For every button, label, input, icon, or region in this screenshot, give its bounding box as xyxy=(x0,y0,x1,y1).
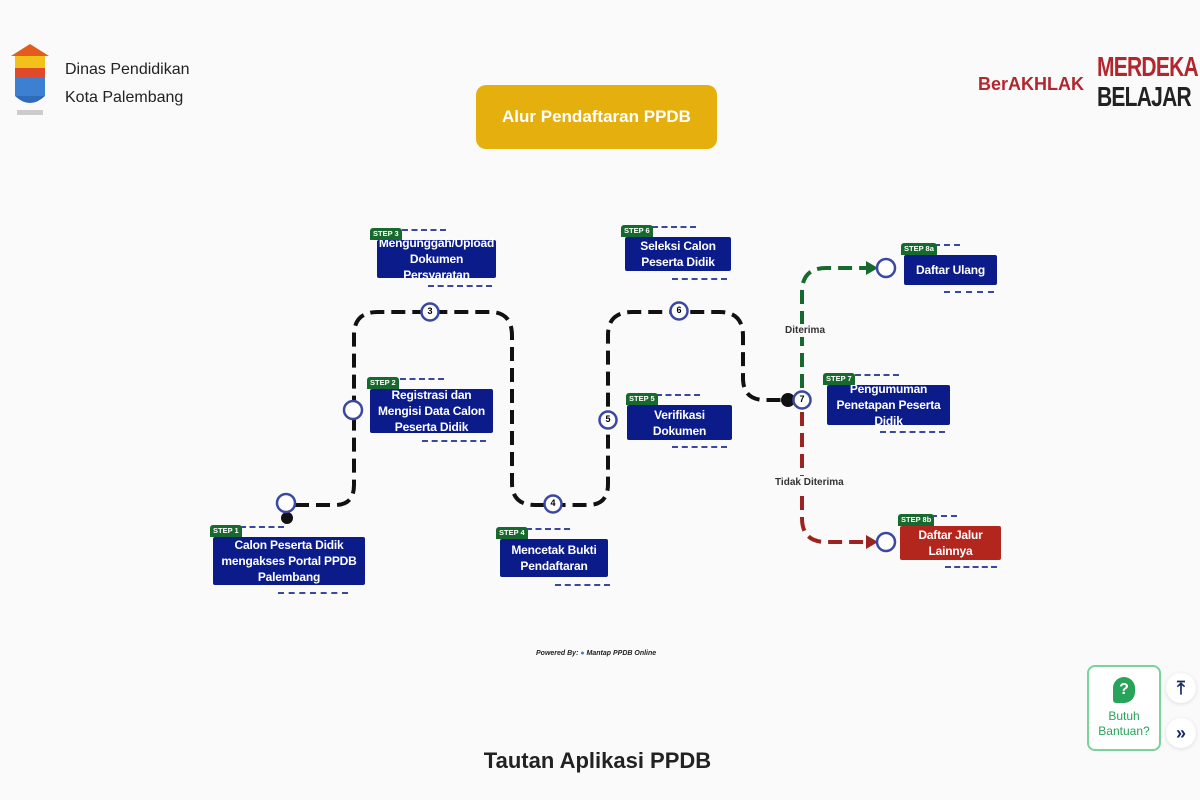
accepted-label: Diterima xyxy=(784,324,827,337)
node-number: 5 xyxy=(605,414,611,424)
berakhlak-logo: BerAKHLAK xyxy=(978,74,1085,94)
dashed-divider xyxy=(555,584,610,586)
step-2-box: Registrasi dan Mengisi Data Calon Pesert… xyxy=(370,388,493,434)
question-icon: ? xyxy=(1113,677,1135,703)
diagram-mark xyxy=(15,78,45,96)
palembang-logo xyxy=(9,42,51,120)
step-7-box: Pengumuman Penetapan Peserta Didik xyxy=(827,382,950,428)
step-3-tag: STEP 3 xyxy=(370,228,402,240)
node-7: 7 xyxy=(792,390,812,415)
rejected-arrow-icon xyxy=(866,535,878,549)
rejected-path xyxy=(800,412,870,544)
start-dot xyxy=(281,512,293,524)
diagram-mark xyxy=(792,390,812,410)
dashed-divider xyxy=(672,278,727,280)
diagram-mark xyxy=(17,110,43,115)
powered-by-label: Powered By: xyxy=(536,650,579,657)
flow-title-button[interactable]: Alur Pendaftaran PPDB xyxy=(476,85,717,149)
dashed-divider xyxy=(656,394,700,396)
step-8b-tag: STEP 8b xyxy=(898,514,935,526)
dashed-divider xyxy=(240,526,284,528)
diagram-mark xyxy=(15,68,45,78)
node-number: 4 xyxy=(550,498,556,508)
node-step1 xyxy=(275,492,297,514)
accepted-arrow-icon xyxy=(866,261,878,275)
node-3: 3 xyxy=(420,302,440,327)
step-5-box: Verifikasi Dokumen xyxy=(627,405,732,440)
dashed-divider xyxy=(526,528,570,530)
step-8a-tag: STEP 8a xyxy=(901,243,937,255)
org-line-1: Dinas Pendidikan xyxy=(65,61,190,78)
node-number: 7 xyxy=(799,394,805,404)
section-title: Tautan Aplikasi PPDB xyxy=(483,748,712,773)
diagram-mark xyxy=(15,56,45,68)
dashed-divider xyxy=(934,244,960,246)
drop-icon: ● xyxy=(580,650,585,657)
dashed-divider xyxy=(428,285,492,287)
logo-merdeka: MERDEKA xyxy=(1097,51,1199,82)
dashed-divider xyxy=(278,592,348,594)
powered-by: Powered By: ● Mantap PPDB Online xyxy=(536,650,656,657)
merdeka-belajar-logo: MERDEKA BELAJAR xyxy=(1097,51,1199,112)
step-8b-box: Daftar Jalur Lainnya xyxy=(900,526,1001,560)
diagram-mark xyxy=(598,410,618,430)
dashed-divider xyxy=(945,566,997,568)
dashed-divider xyxy=(402,229,446,231)
dashed-divider xyxy=(855,374,899,376)
diagram-mark xyxy=(420,302,440,322)
step-2-tag: STEP 2 xyxy=(367,377,399,389)
help-button[interactable]: ? Butuh Bantuan? xyxy=(1087,665,1161,751)
node-4: 4 xyxy=(543,494,563,519)
org-line-2: Kota Palembang xyxy=(65,89,184,106)
dashed-divider xyxy=(400,378,444,380)
diagram-mark xyxy=(15,96,45,103)
help-label: Butuh Bantuan? xyxy=(1098,709,1150,738)
dashed-divider xyxy=(880,431,945,433)
step-4-box: Mencetak Bukti Pendaftaran xyxy=(500,539,608,577)
step-4-tag: STEP 4 xyxy=(496,527,528,539)
rejected-label: Tidak Diterima xyxy=(774,476,845,489)
powered-by-name: Mantap PPDB Online xyxy=(586,650,657,657)
step-6-tag: STEP 6 xyxy=(621,225,653,237)
node-number: 6 xyxy=(676,305,682,315)
dashed-divider xyxy=(944,291,994,293)
expand-button[interactable]: » xyxy=(1166,718,1196,748)
step-1-box: Calon Peserta Didik mengakses Portal PPD… xyxy=(213,537,365,585)
node-5: 5 xyxy=(598,410,618,435)
step-1-tag: STEP 1 xyxy=(210,525,242,537)
step-7-tag: STEP 7 xyxy=(823,373,855,385)
scroll-top-button[interactable]: ⤒ xyxy=(1166,673,1196,703)
node-6: 6 xyxy=(669,301,689,326)
step-3-box: Mengunggah/Upload Dokumen Persyaratan xyxy=(377,236,496,282)
step-6-box: Seleksi Calon Peserta Didik xyxy=(625,237,731,271)
diagram-mark xyxy=(11,44,49,56)
logo-belajar: BELAJAR xyxy=(1097,81,1192,112)
dashed-divider xyxy=(672,446,727,448)
accepted-path xyxy=(800,266,870,388)
dashed-divider xyxy=(931,515,957,517)
node-step2 xyxy=(342,399,364,421)
node-number: 3 xyxy=(427,306,433,316)
diagram-mark xyxy=(669,301,689,321)
step-5-tag: STEP 5 xyxy=(626,393,658,405)
dashed-divider xyxy=(652,226,696,228)
step-8a-box: Daftar Ulang xyxy=(904,255,997,285)
node-step8a xyxy=(875,257,897,279)
node-step8b xyxy=(875,531,897,553)
organization-name: Dinas Pendidikan Kota Palembang xyxy=(65,56,190,112)
dashed-divider xyxy=(422,440,486,442)
end-dot xyxy=(781,393,795,407)
diagram-mark xyxy=(543,494,563,514)
